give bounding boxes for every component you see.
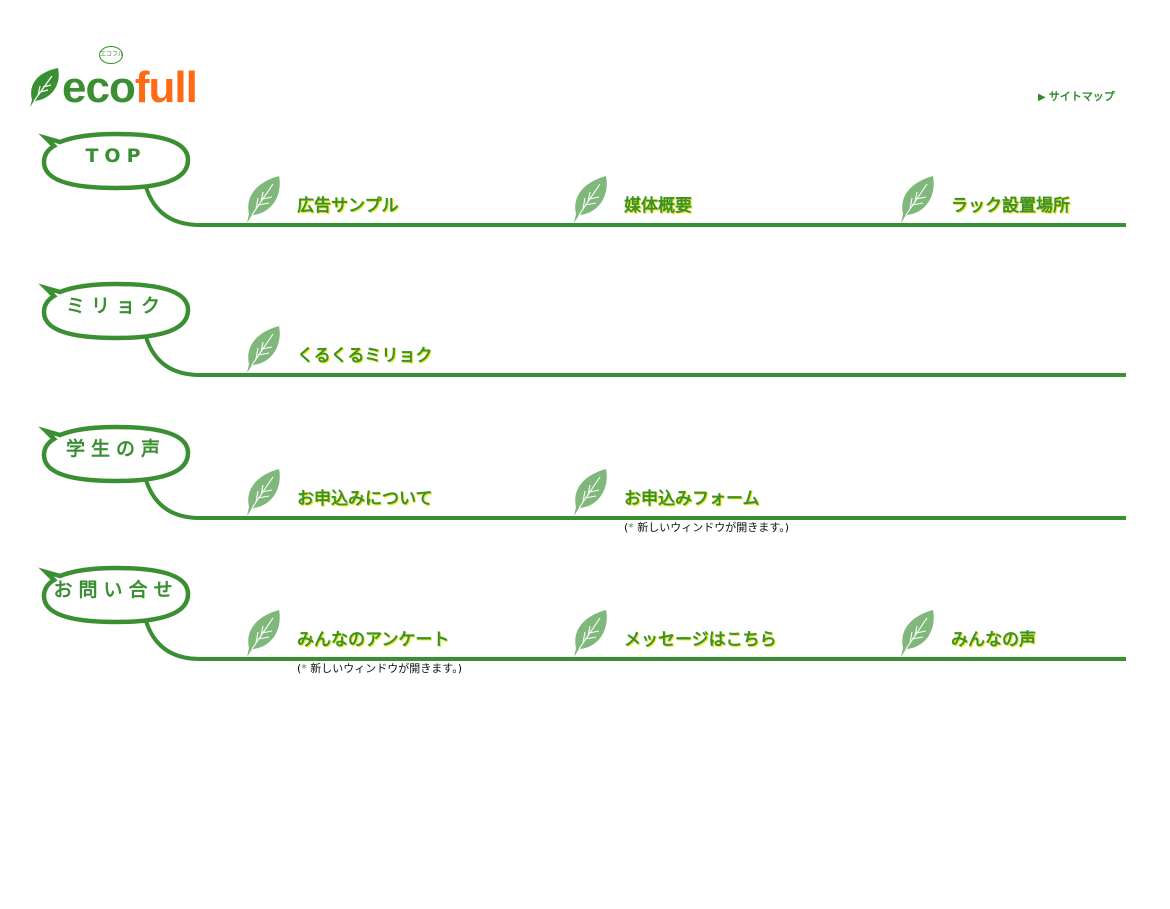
nav-link[interactable]: 広告サンプル (297, 196, 399, 216)
leaf-icon (901, 176, 934, 223)
new-window-note: (* 新しいウィンドウが開きます。) (297, 662, 462, 675)
section-title-button[interactable]: 学生の声 (65, 438, 166, 460)
leaf-icon (574, 610, 607, 657)
logo-leaf-icon (30, 68, 59, 107)
nav-link[interactable]: お申込みフォーム (624, 489, 760, 509)
sitemap-link[interactable]: ▶サイトマップ (1038, 90, 1115, 103)
section-title-button[interactable]: ミリョク (65, 295, 166, 317)
leaf-icon (574, 469, 607, 516)
nav-link[interactable]: 媒体概要 (624, 196, 692, 216)
speech-bubble-branch (38, 565, 1126, 661)
nav-link[interactable]: メッセージはこちら (624, 630, 777, 650)
triangle-right-icon: ▶ (1038, 92, 1046, 103)
leaf-icon (247, 610, 280, 657)
nav-link[interactable]: ラック設置場所 (951, 196, 1070, 216)
nav-link[interactable]: みんなのアンケート (297, 630, 450, 650)
section-title-button[interactable]: お問い合せ (53, 579, 179, 601)
leaf-icon (901, 610, 934, 657)
section-title-button[interactable]: TOP (85, 145, 147, 167)
nav-link[interactable]: お申込みについて (297, 489, 433, 509)
logo-badge: エコフル (99, 46, 123, 64)
leaf-icon (247, 176, 280, 223)
logo-text: ecofull (62, 63, 198, 112)
nav-link[interactable]: みんなの声 (951, 630, 1036, 650)
speech-bubble-branch (38, 281, 1126, 377)
speech-bubble-branch (38, 131, 1126, 227)
new-window-note: (* 新しいウィンドウが開きます。) (624, 521, 789, 534)
leaf-icon (247, 469, 280, 516)
leaf-icon (574, 176, 607, 223)
section-3: お問い合せ みんなのアンケート (* 新しいウィンドウが開きます。) メッセージは… (0, 564, 1170, 679)
nav-link[interactable]: くるくるミリョク (297, 346, 433, 366)
section-2: 学生の声 お申込みについて お申込みフォーム (* 新しいウィンドウが開きます。) (0, 423, 1170, 538)
section-1: ミリョク くるくるミリョク (0, 280, 1170, 395)
leaf-icon (247, 326, 280, 373)
logo[interactable]: エコフル ecofull (28, 46, 243, 112)
speech-bubble-branch (38, 424, 1126, 520)
section-0: TOP 広告サンプル 媒体概要 ラック設置場所 (0, 130, 1170, 245)
